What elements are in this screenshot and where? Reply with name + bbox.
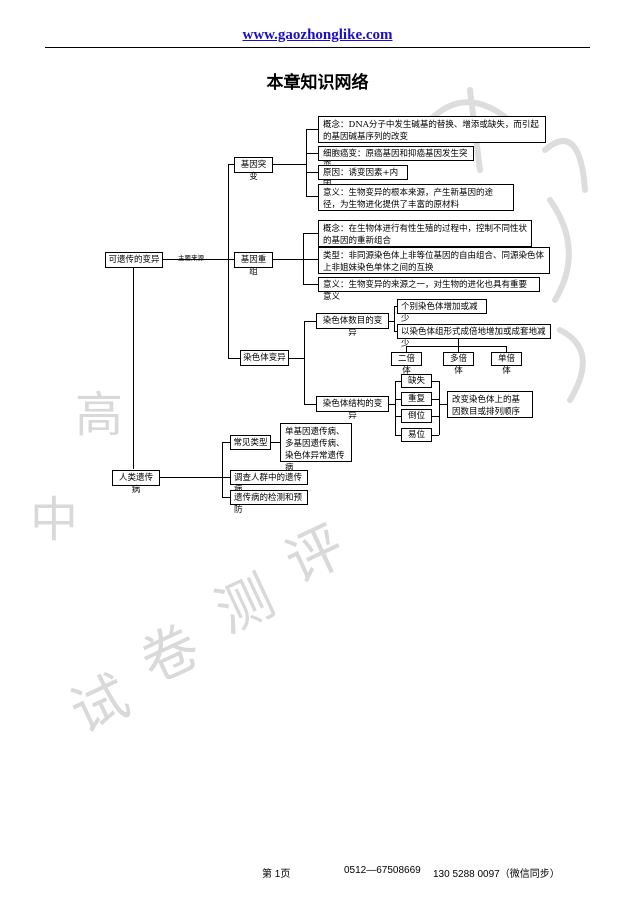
connector-line (394, 306, 395, 332)
chromosome-number-individual: 个别染色体增加或减少 (397, 299, 487, 324)
connector-line (394, 306, 397, 307)
connector-line (458, 339, 459, 346)
site-link[interactable]: www.gaozhonglike.com (242, 27, 393, 43)
connector-line (289, 358, 304, 359)
connector-line (222, 477, 230, 478)
connector-line (222, 497, 230, 498)
connector-line (303, 284, 318, 285)
connector-line (160, 477, 222, 478)
watermark-stroke (547, 197, 572, 303)
connector-line (306, 196, 318, 197)
recombination-concept: 概念：在生物体进行有性生殖的过程中，控制不同性状的基因的重新组合 (318, 220, 532, 247)
ploidy-item: 多倍体 (443, 352, 474, 376)
chromosome-node: 染色体变异 (240, 350, 289, 366)
connector-line (395, 381, 401, 382)
structure-item: 缺失 (401, 374, 432, 388)
connector-line (406, 346, 506, 347)
connector-line (304, 321, 316, 322)
connector-line (163, 259, 228, 260)
connector-line (228, 164, 229, 358)
human-disease-node: 人类遗传病 (112, 470, 160, 495)
connector-line (271, 442, 280, 443)
connector-line (439, 404, 447, 405)
connector-line (306, 129, 307, 197)
connector-line (306, 172, 318, 173)
gene-mutation-node: 基因突变 (234, 157, 273, 182)
connector-line (432, 381, 439, 382)
connector-line (222, 442, 230, 443)
connector-line (222, 442, 223, 497)
watermark-stroke (557, 327, 586, 403)
connector-line (306, 129, 318, 130)
page-title: 本章知识网络 (266, 73, 369, 93)
structure-effect: 改变染色体上的基因数目或排列顺序 (447, 391, 533, 418)
connector-line (506, 346, 507, 352)
connector-line (306, 153, 318, 154)
connector-line (303, 259, 318, 260)
connector-line (304, 404, 316, 405)
gene-mutation-concept: 概念：DNA分子中发生碱基的替换、增添或缺失，而引起的基因碱基序列的改变 (318, 116, 546, 143)
connector-line (439, 381, 440, 435)
connector-line (389, 321, 394, 322)
structure-item: 易位 (401, 428, 432, 442)
connector-line (394, 331, 397, 332)
connector-line (133, 266, 134, 469)
footer-mobile: 130 5288 0097（微信同步） (433, 869, 560, 880)
structure-item: 倒位 (401, 409, 432, 423)
connector-line (395, 435, 401, 436)
connector-line (228, 358, 240, 359)
common-types-detail: 单基因遗传病、多基因遗传病、染色体异常遗传病 (280, 423, 352, 473)
recombination-node: 基因重组 (234, 252, 273, 277)
watermark-stroke (542, 138, 588, 193)
connector-line (304, 321, 305, 404)
chromosome-number-node: 染色体数目的变异 (316, 313, 389, 338)
root-node: 可遗传的变异 (105, 252, 163, 268)
ploidy-item: 单倍体 (491, 352, 522, 376)
watermark-char: 中 (30, 492, 79, 548)
connector-line (432, 399, 439, 400)
connector-line (389, 404, 395, 405)
connector-line (228, 164, 234, 165)
connector-line (228, 259, 234, 260)
connector-line (273, 259, 303, 260)
connector-line (432, 435, 439, 436)
footer-phone: 0512—67508669 (344, 865, 421, 876)
structure-item: 重复 (401, 392, 432, 406)
gene-mutation-cancer: 细胞癌变：原癌基因和抑癌基因发生突变 (318, 146, 474, 171)
connector-line (395, 416, 401, 417)
ploidy-item: 二倍体 (391, 352, 422, 376)
gene-mutation-cause: 原因：诱变因素+内因 (318, 165, 408, 190)
page-number: 第 1页 (262, 869, 291, 880)
chromosome-number-set: 以染色体组形式成倍地增加或成套地减少 (397, 324, 551, 349)
watermark-char: 高 (75, 387, 124, 443)
connector-line (303, 233, 304, 284)
recombination-types: 类型：非同源染色体上非等位基因的自由组合、同源染色体上非姐妹染色单体之间的互换 (318, 247, 550, 274)
survey-node: 调查人群中的遗传病 (230, 470, 308, 495)
connector-line (406, 346, 407, 352)
recombination-meaning: 意义：生物变异的来源之一，对生物的进化也具有重要意义 (318, 277, 540, 302)
chromosome-structure-node: 染色体结构的变异 (316, 396, 389, 421)
root-edge-label: 主要来源 (178, 254, 204, 262)
common-types-node: 常见类型 (230, 435, 271, 450)
connector-line (432, 416, 439, 417)
gene-mutation-meaning: 意义：生物变异的根本来源，产生新基因的途径，为生物进化提供了丰富的原材料 (318, 184, 514, 211)
connector-line (303, 233, 318, 234)
connector-line (273, 164, 306, 165)
header-divider (45, 47, 590, 48)
connector-line (395, 381, 396, 435)
prevention-node: 遗传病的检测和预防 (230, 490, 308, 515)
connector-line (458, 346, 459, 352)
connector-line (395, 399, 401, 400)
